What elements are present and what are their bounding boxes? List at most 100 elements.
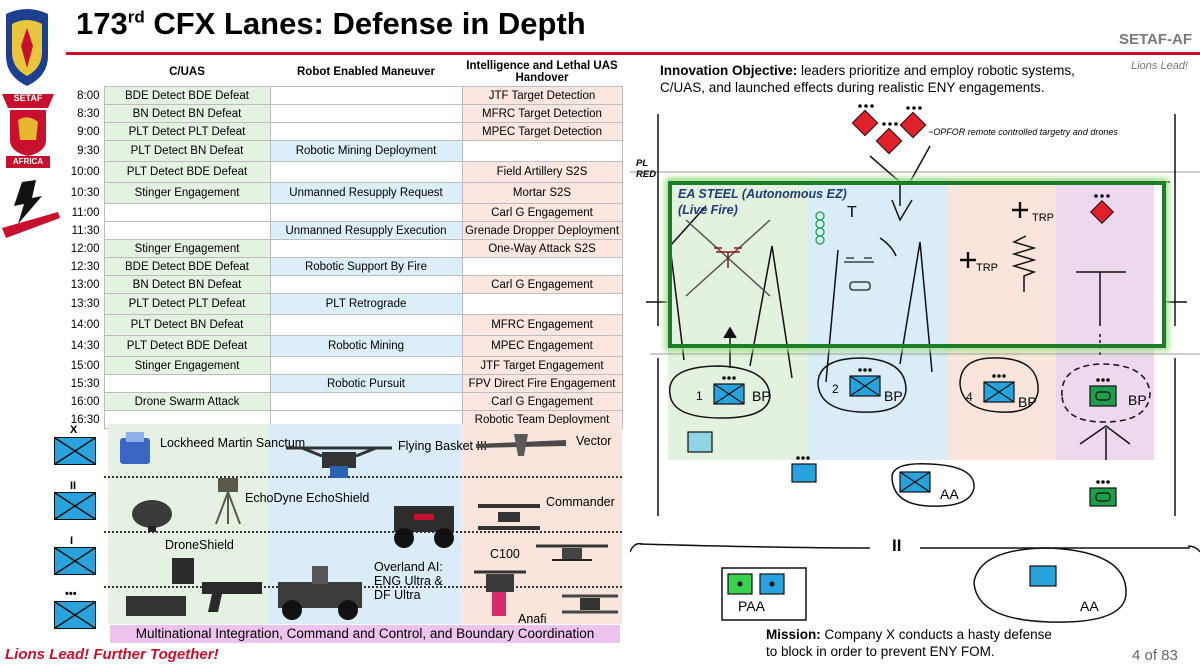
bp-label-4: BP — [1018, 394, 1037, 410]
time-cell: 11:30 — [71, 224, 100, 237]
cuas-cell — [103, 374, 271, 393]
t-marker-label: T — [847, 204, 857, 221]
mission-text: Company X conducts a hasty defense to bl… — [766, 627, 1052, 659]
objective-label: Innovation Objective: — [660, 63, 798, 78]
aa-label-upper: AA — [940, 486, 959, 502]
echelon-battalion-mark: II — [70, 480, 77, 492]
footer-tagline: Lions Lead! Further Together! — [5, 646, 219, 663]
schedule-table: C/UAS Robot Enabled Maneuver Intelligenc… — [68, 58, 623, 429]
intel-cell — [461, 140, 623, 162]
mission-statement: Mission: Company X conducts a hasty defe… — [766, 626, 1066, 660]
time-cell: 11:00 — [71, 206, 100, 219]
intel-cell: One-Way Attack S2S — [461, 239, 623, 258]
robot-cell — [269, 275, 463, 294]
intel-cell: MPEC Engagement — [461, 335, 623, 357]
cuas-cell: PLT Detect BDE Defeat — [103, 161, 271, 183]
c100-label: C100 — [490, 547, 520, 561]
time-cell: 14:00 — [70, 319, 100, 331]
cuas-cell: BN Detect BN Defeat — [103, 275, 271, 294]
robot-cell: Robotic Support By Fire — [269, 257, 463, 276]
robot-cell — [269, 314, 463, 336]
battalion-unit-symbol — [54, 492, 96, 520]
commander-label: Commander — [546, 495, 615, 509]
time-cell: 8:00 — [77, 89, 100, 102]
motto-label: Lions Lead! — [1131, 60, 1188, 72]
setaf-shoulder-patch-logo — [6, 9, 48, 86]
coordination-banner: Multinational Integration, Command and C… — [110, 625, 620, 643]
robot-cell: Robotic Mining — [269, 335, 463, 357]
column-header-robot: Robot Enabled Maneuver — [296, 66, 436, 78]
time-cell: 16:00 — [70, 395, 100, 408]
phase-line-abbrev: PL — [636, 158, 649, 169]
intel-cell — [461, 293, 623, 315]
time-cell: 10:30 — [70, 187, 100, 199]
engagement-area-title: EA STEEL (Autonomous EZ)(Live Fire) — [678, 186, 847, 218]
setaf-africa-logo: SETAF AFRICA — [2, 90, 54, 174]
schedule-row: 11:00 Carl G Engagement — [68, 203, 623, 222]
time-header — [68, 58, 104, 87]
ez-subtitle-text: (Live Fire) — [678, 203, 738, 217]
trp-label-upper: TRP — [1032, 212, 1054, 224]
bp-label-recon: BP — [1128, 392, 1147, 408]
anafi-uas-icon — [562, 594, 618, 614]
robot-cell — [269, 161, 463, 183]
cuas-cell: BDE Detect BDE Defeat — [103, 257, 271, 276]
bp-number-2: 2 — [832, 382, 839, 396]
vector-uas-icon — [476, 434, 566, 456]
setaf-banner-shape — [2, 94, 54, 108]
echelon-platoon-mark: ••• — [65, 588, 77, 600]
sanctum-label: Lockheed Martin Sanctum — [160, 436, 306, 450]
robot-cell: Unmanned Resupply Execution — [269, 221, 463, 240]
cuas-cell: PLT Detect BDE Defeat — [103, 335, 271, 357]
cuas-cell: PLT Detect PLT Defeat — [103, 122, 271, 141]
intel-cell: Field Artillery S2S — [461, 161, 623, 183]
robot-cell — [269, 86, 463, 105]
phase-line-name: RED — [636, 169, 657, 180]
time-cell: 12:00 — [70, 242, 100, 255]
cuas-cell: PLT Detect PLT Defeat — [103, 293, 271, 315]
title-text: CFX Lanes: Defense in Depth — [144, 6, 586, 41]
echelon-divider — [104, 476, 622, 478]
commander-uas-icon — [478, 504, 540, 530]
trp-label-lower: TRP — [976, 262, 998, 274]
cuas-handheld-jammers-icon — [126, 558, 262, 616]
time-cell: 10:00 — [70, 166, 100, 178]
page-number: 4 of 83 — [1132, 647, 1178, 664]
platoon-unit-symbol — [54, 601, 96, 629]
intel-cell: Carl G Engagement — [461, 275, 623, 294]
robot-cell — [269, 203, 463, 222]
overland-ugv-icon — [394, 506, 454, 548]
time-cell: 9:30 — [77, 145, 100, 157]
intel-cell: Carl G Engagement — [461, 203, 623, 222]
robot-cell: PLT Retrograde — [269, 293, 463, 315]
intel-cell: Grenade Dropper Deployment — [461, 221, 623, 240]
robot-cell: Unmanned Resupply Request — [269, 182, 463, 204]
time-cell: 14:30 — [70, 340, 100, 352]
column-header-cuas: C/UAS — [169, 66, 205, 78]
title-number: 173 — [76, 6, 128, 41]
cuas-cell: PLT Detect BN Defeat — [103, 314, 271, 336]
robot-cell — [269, 122, 463, 141]
intel-cell: FPV Direct Fire Engagement — [461, 374, 623, 393]
intel-cell: MPEC Target Detection — [461, 122, 623, 141]
droneshield-sensor-icon — [132, 500, 172, 532]
robot-cell — [269, 392, 463, 411]
time-cell: 9:00 — [77, 125, 100, 138]
opfor-note: ~OPFOR remote controlled targetry and dr… — [928, 127, 1118, 137]
time-cell: 12:30 — [70, 260, 100, 273]
cuas-cell: BDE Detect BDE Defeat — [103, 86, 271, 105]
engagement-area-box — [668, 181, 1166, 348]
title-superscript: rd — [127, 7, 145, 27]
